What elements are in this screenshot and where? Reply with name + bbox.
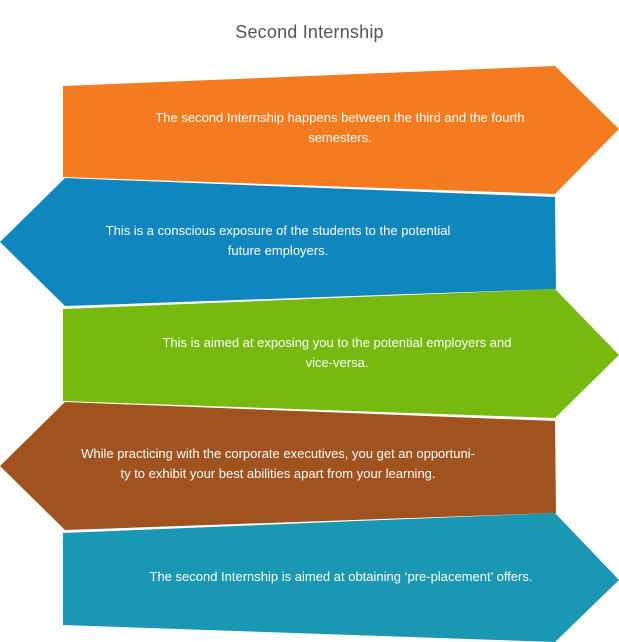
diagram-title: Second Internship [235, 22, 384, 42]
arrow-step-3 [63, 289, 619, 418]
arrow-step-5 [63, 513, 619, 642]
arrow-step-2 [0, 178, 556, 306]
step-5-text: The second Internship is aimed at obtain… [149, 569, 533, 584]
step-1-text: The second Internship happens between th… [155, 110, 525, 145]
step-4-text: While practicing with the corporate exec… [81, 446, 475, 481]
arrow-step-4 [0, 402, 556, 530]
step-2-text: This is a conscious exposure of the stud… [105, 223, 451, 258]
arrow-step-1 [63, 66, 619, 194]
step-3-text: This is aimed at exposing you to the pot… [162, 335, 512, 370]
